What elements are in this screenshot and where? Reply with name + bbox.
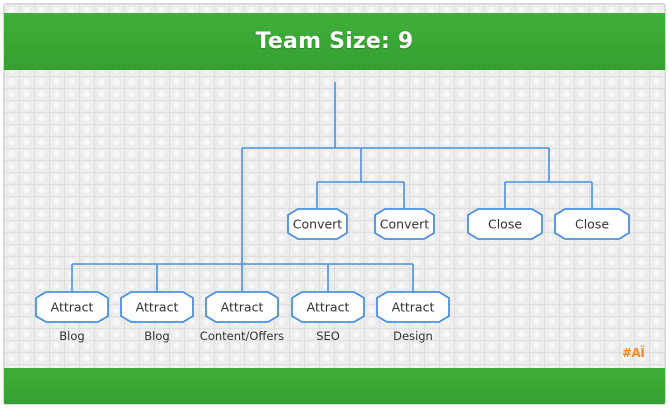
close-node: Close: [554, 208, 630, 240]
attract-node-label: Attract: [221, 300, 264, 315]
attract-sublabel: Design: [393, 329, 433, 343]
attract-node: Attract: [291, 291, 365, 323]
title-band: Team Size: 9: [4, 13, 665, 70]
attract-node-label: Attract: [51, 300, 94, 315]
attract-node-label: Attract: [307, 300, 350, 315]
slide-title: Team Size: 9: [255, 29, 414, 54]
org-chart-diagram: Convert Convert Close Close Attract Attr…: [35, 82, 630, 343]
attract-node-label: Attract: [136, 300, 179, 315]
attract-sublabel: Blog: [144, 329, 169, 343]
convert-node-label: Convert: [380, 217, 430, 232]
attract-sublabel: Content/Offers: [200, 329, 284, 343]
attract-sublabel: SEO: [316, 329, 340, 343]
attract-sublabel: Blog: [59, 329, 84, 343]
attract-node: Attract: [120, 291, 194, 323]
attract-node: Attract: [376, 291, 450, 323]
slide: Team Size: 9 Convert: [4, 4, 665, 404]
convert-node: Convert: [374, 208, 435, 240]
attract-node: Attract: [35, 291, 109, 323]
close-node-label: Close: [575, 217, 609, 232]
convert-node-label: Convert: [293, 217, 343, 232]
convert-node: Convert: [287, 208, 348, 240]
footer-band: [4, 368, 665, 404]
attract-node: Attract: [205, 291, 279, 323]
brand-logo: #AÏ: [622, 346, 645, 360]
connector-lines: [71, 82, 593, 292]
close-node-label: Close: [488, 217, 522, 232]
attract-node-label: Attract: [392, 300, 435, 315]
close-node: Close: [467, 208, 543, 240]
